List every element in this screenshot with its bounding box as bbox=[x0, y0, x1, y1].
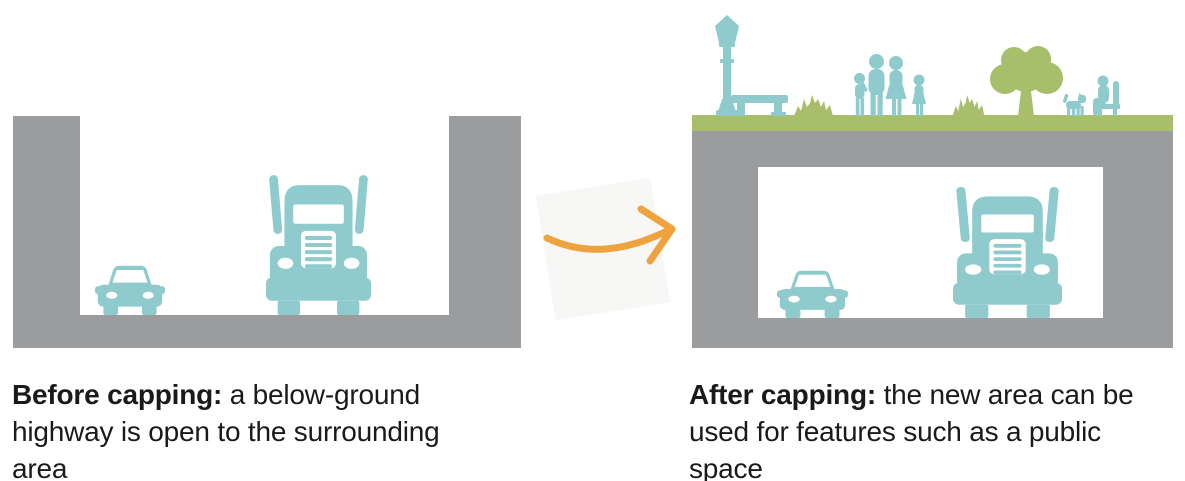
car-icon bbox=[95, 265, 165, 315]
before-caption-text: a below-ground highway is open to the su… bbox=[12, 379, 440, 481]
transition-arrow bbox=[535, 177, 676, 321]
shrub-icon bbox=[794, 95, 833, 116]
family-icon bbox=[854, 54, 926, 116]
after-caption: After capping: the new area can be used … bbox=[689, 376, 1141, 481]
seated-person-icon bbox=[1093, 75, 1120, 116]
bench-icon bbox=[731, 95, 788, 116]
grass-icon bbox=[692, 115, 1173, 131]
adult-man bbox=[868, 54, 885, 116]
dog-icon bbox=[1062, 93, 1086, 116]
after-caption-lead: After capping: bbox=[689, 379, 876, 410]
after-diagram bbox=[692, 15, 1173, 348]
arrow-icon bbox=[543, 205, 676, 265]
truck-icon bbox=[265, 174, 372, 315]
street-lamp-icon bbox=[715, 15, 739, 116]
before-diagram bbox=[13, 116, 521, 348]
before-caption: Before capping: a below-ground highway i… bbox=[12, 376, 498, 481]
before-caption-lead: Before capping: bbox=[12, 379, 223, 410]
child-boy bbox=[854, 73, 868, 116]
adult-woman bbox=[885, 56, 907, 116]
child-girl bbox=[912, 74, 926, 116]
shrub-icon bbox=[952, 95, 985, 116]
trench-structure-icon bbox=[13, 116, 521, 348]
after-caption-text: the new area can be used for features su… bbox=[689, 379, 1134, 481]
tree-icon bbox=[990, 46, 1063, 116]
